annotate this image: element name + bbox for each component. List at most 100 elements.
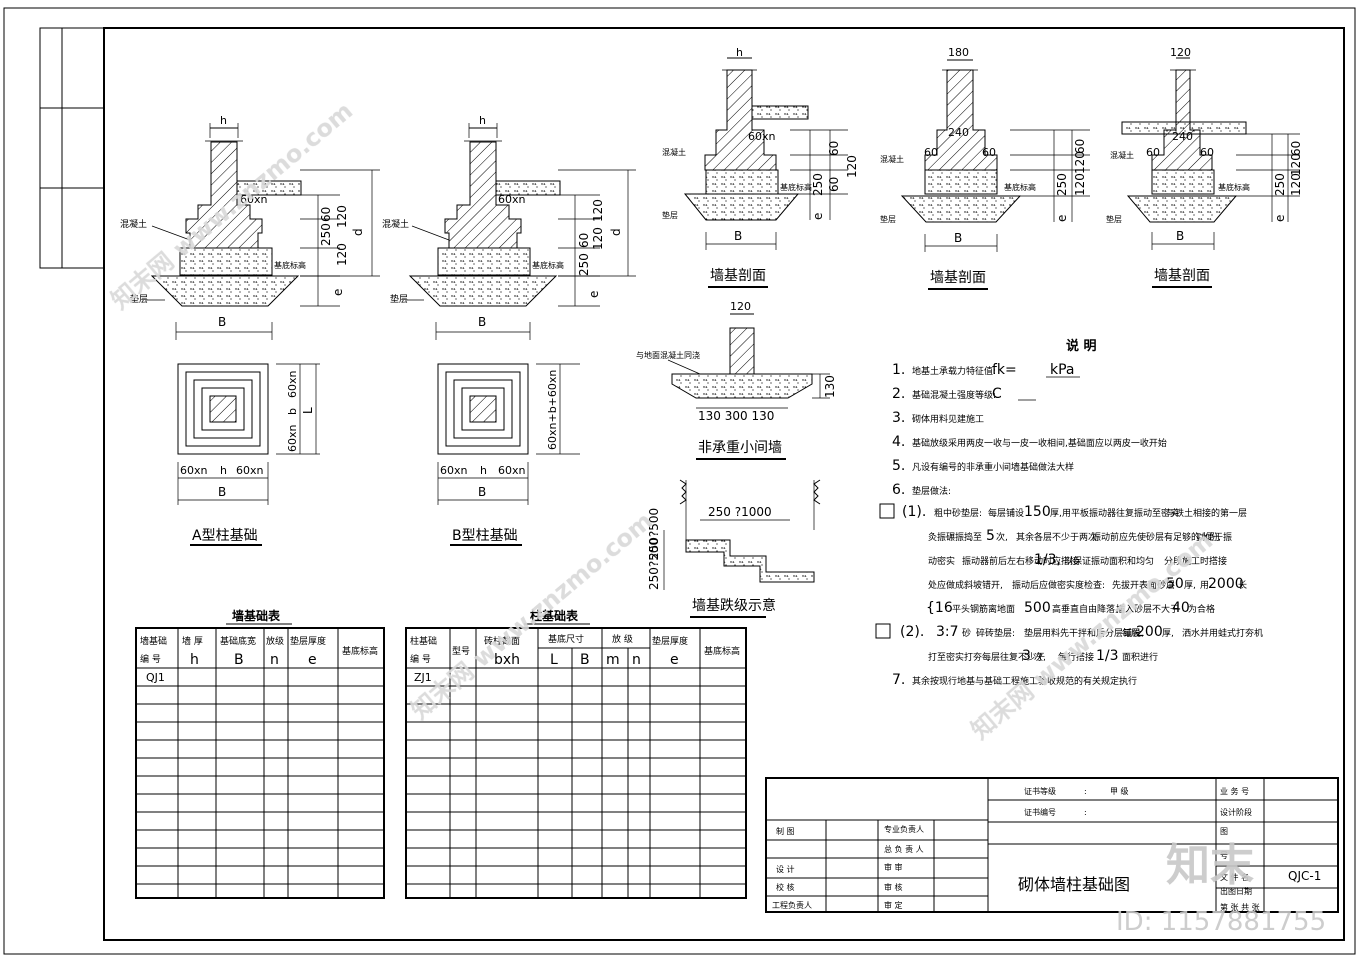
p2-c: 砂 xyxy=(962,627,971,639)
note-4: 基础放级采用两皮一收与一皮一收相间,基础面应以两皮一收开始 xyxy=(912,437,1167,449)
wall-section-2: 180 240 60 60 混凝土 基底标高 垫层 250 e 60 120 1… xyxy=(880,46,1090,290)
w3-e: e xyxy=(1273,215,1287,222)
a-plan-60xn-left: 60xn xyxy=(180,464,208,477)
a-plan-60xn-bot: 60xn xyxy=(286,424,299,452)
nb-120: 120 xyxy=(730,300,751,313)
w2-concrete: 混凝土 xyxy=(880,154,904,164)
wall-table-title: 墙基础表 xyxy=(232,608,281,623)
tb-business-no: 业 务 号 xyxy=(1220,786,1249,796)
tb-tu: 图 xyxy=(1220,827,1228,836)
tb-cert-value: 甲 级 xyxy=(1110,786,1129,796)
a-plan-h: h xyxy=(220,464,227,477)
step-dim: 250 ?1000 xyxy=(708,505,772,519)
wm-id: ID: 1157881755 xyxy=(1116,907,1326,937)
nb-130: 130 xyxy=(823,375,837,398)
b-plan-B: B xyxy=(478,485,486,499)
step-title: 墙基跌级示意 xyxy=(692,597,776,614)
p1-h: 灸振碾振捣至 xyxy=(928,531,982,543)
col-first-cell: ZJ1 xyxy=(414,671,432,684)
tb-colon2: : xyxy=(1084,808,1087,817)
note-2: 基础混凝土强度等级: xyxy=(912,389,996,401)
column-table: 柱基础表 柱基础 编 号 型号 砖柱截面 bxh 基底尺寸 L B 放 级 m … xyxy=(405,608,747,899)
wm-diag-2: 知末网 www.znzmo.com xyxy=(406,507,658,725)
note-1: 地基土承载力特征值: xyxy=(912,365,996,377)
note-7: 其余按现行地基与基础工程施工验收规范的有关规定执行 xyxy=(912,675,1137,687)
tb-chief: 总 负 责 人 xyxy=(884,844,924,854)
a-h-label: h xyxy=(220,114,227,127)
b-column-plan: 60xn+b+60xn 60xn h 60xn B B型柱基础 xyxy=(437,363,580,546)
a-column-title: A型柱基础 xyxy=(192,527,258,544)
wall-h0-bottom: 编 号 xyxy=(140,653,161,665)
col-sub-m: m xyxy=(606,652,620,668)
w1-e: e xyxy=(811,213,825,220)
p1-ac: 500 xyxy=(1024,600,1051,616)
tb-check: 校 核 xyxy=(776,882,795,892)
checkbox-2 xyxy=(875,623,891,639)
checkbox-1 xyxy=(879,503,895,519)
binding-strip xyxy=(39,27,105,269)
wall-h4-bottom: e xyxy=(308,652,317,668)
tb-date: 出图日期 xyxy=(1220,886,1252,896)
p2-n: 每行搭接 xyxy=(1058,651,1094,663)
a-60-label: 60 xyxy=(319,207,333,222)
w1-cushion: 垫层 xyxy=(662,210,678,220)
p2-num: (2). xyxy=(900,624,924,640)
col-h5-top: 垫层厚度 xyxy=(652,635,688,647)
p1-i: 5 xyxy=(986,528,995,544)
col-h6-top: 基底标高 xyxy=(704,645,740,657)
tb-design: 设 计 xyxy=(776,864,795,874)
b-e-label: e xyxy=(587,291,601,298)
w2-60-left: 60 xyxy=(924,146,938,159)
note-1-fk: fk= xyxy=(992,362,1017,378)
w1-B: B xyxy=(734,229,742,243)
note-3: 砌体用料见建施工 xyxy=(912,413,984,425)
a-cushion-label: 垫层 xyxy=(130,293,148,305)
col-h4-top: 放 级 xyxy=(612,633,633,645)
note-5: 凡设有编号的非承重小间墙基础做法大样 xyxy=(912,461,1074,473)
note-7-num: 7. xyxy=(892,672,905,688)
col-h3-top: 基底尺寸 xyxy=(548,633,584,645)
wall-section-1: h 60xn 混凝土 基底标高 垫层 250 e 60 60 120 B 墙基剖… xyxy=(662,46,859,288)
p2-m: 次, xyxy=(1034,651,1046,663)
tb-prof-lead: 专业负责人 xyxy=(884,824,924,834)
p2-e: 垫层用料先干拌和后分层铺设, xyxy=(1024,627,1144,639)
p1-ae: 插入砂层不大于 xyxy=(1116,603,1179,615)
outer-frame xyxy=(3,7,1356,955)
a-120b-label: 120 xyxy=(335,205,349,228)
w3-base-elev: 基底标高 xyxy=(1218,182,1250,192)
col-h1-top: 型号 xyxy=(452,646,470,657)
p1-j: 次, xyxy=(996,531,1008,543)
p1-ad: 高垂直自由降落, xyxy=(1052,603,1118,615)
p1-q: 以保证振动面积和均匀 xyxy=(1064,555,1154,567)
tb-design-stage: 设计阶段 xyxy=(1220,807,1252,817)
a-plan-60xn-right: 60xn xyxy=(236,464,264,477)
p2-h: 厚, xyxy=(1162,628,1174,639)
w2-120b: 120 xyxy=(1073,173,1087,196)
p1-c: 每层铺设 xyxy=(988,507,1024,519)
a-250-label: 250 xyxy=(319,223,333,246)
w2-60: 60 xyxy=(1073,139,1087,154)
w3-title: 墙基剖面 xyxy=(1154,267,1210,284)
tb-cert-no: 证书编号 xyxy=(1024,807,1056,817)
p1-o: 振动器前后左右移动时应搭接 xyxy=(962,555,1079,567)
nb-floor-note: 与地面混凝土同浇 xyxy=(636,350,700,360)
note-4-num: 4. xyxy=(892,434,905,450)
p2-o: 1/3 xyxy=(1096,648,1119,664)
b-base-elev-label: 基底标高 xyxy=(532,260,564,270)
w1-60xn: 60xn xyxy=(748,130,776,143)
tb-eng-lead: 工程负责人 xyxy=(772,900,812,910)
p1-t: 振动后应做密实度检查: xyxy=(1012,579,1105,591)
p1-ag: 为合格 xyxy=(1188,603,1215,615)
p1-num: (1). xyxy=(902,504,926,520)
w2-240: 240 xyxy=(948,126,969,139)
wall-h2-top: 基础底宽 xyxy=(220,635,256,647)
p1-v: 50 xyxy=(1166,576,1184,592)
w1-h: h xyxy=(736,46,743,59)
tb-draw: 制 图 xyxy=(776,826,795,836)
wall-first-cell: QJ1 xyxy=(146,671,165,684)
tb-colon: : xyxy=(1084,787,1087,796)
w1-60b: 60 xyxy=(827,177,841,192)
note-6-num: 6. xyxy=(892,482,905,498)
wm-brand: 知末 xyxy=(1166,840,1254,891)
p1-u: 先拔开表面砂层 xyxy=(1112,579,1175,591)
